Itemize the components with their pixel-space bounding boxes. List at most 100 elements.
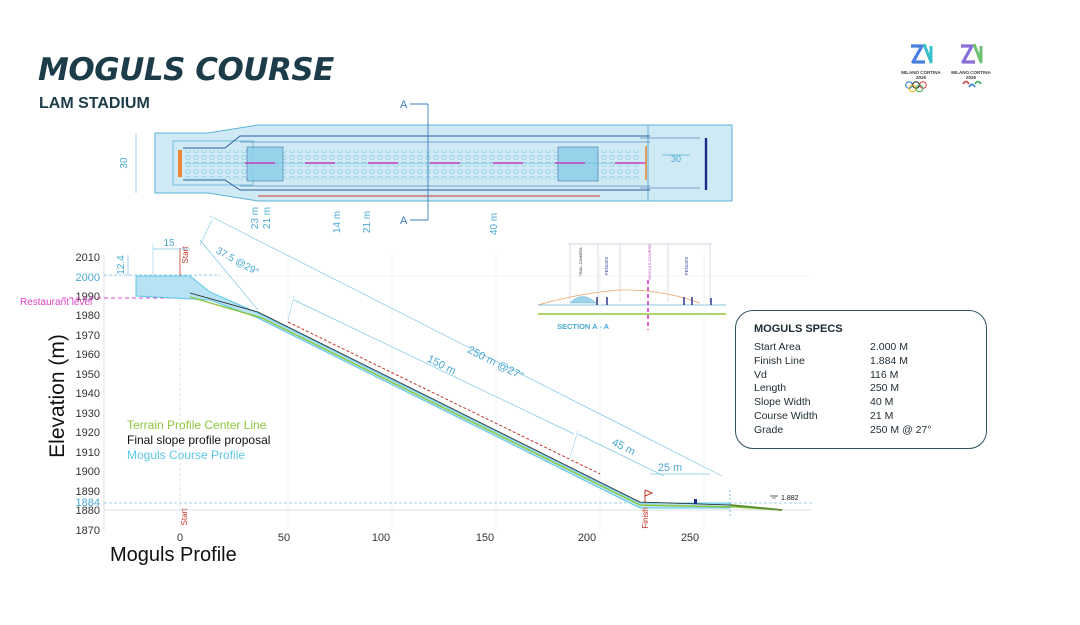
y-tick-1870: 1870 (76, 525, 100, 537)
section-marker-top: A (400, 99, 408, 111)
dim-finish-label: 25 m (658, 462, 682, 474)
elevation-marker: 1.882 (770, 495, 799, 502)
olympic-games-logo: MILANO CORTINA 2026 (898, 40, 944, 96)
dimension-finish: 25 m (650, 462, 710, 475)
lower-air-jump (557, 146, 599, 182)
moguls-course-profile (135, 275, 731, 509)
plan-width-label-21m-lower: 21 m (362, 211, 373, 233)
y-tick-1890: 1890 (76, 486, 100, 498)
spec-value: 2.000 M (870, 341, 908, 353)
y-tick-1940: 1940 (76, 388, 100, 400)
spec-row: Finish Line 1.884 M (754, 355, 970, 369)
start-axis-label: Start (180, 508, 189, 526)
spec-value: 40 M (870, 396, 894, 409)
spec-label: Vd (754, 368, 767, 381)
dim-slope-label: 250 m @27° (465, 344, 525, 383)
restaurant-level-label: Restaurant level (20, 297, 92, 308)
dimension-start-height: 12.4 (116, 255, 129, 276)
section-marker-bottom: A (400, 215, 408, 227)
x-tick-250: 250 (681, 532, 699, 544)
section-aa: TRAIL CAMERA FENCES MOGULS COURSE FENCES… (537, 243, 726, 331)
legend-moguls-course: Moguls Course Profile (127, 448, 245, 462)
finish-area (647, 124, 733, 202)
section-caption: SECTION A - A (557, 322, 610, 331)
y-tick-1930: 1930 (76, 408, 100, 420)
moguls-section-line (287, 321, 601, 475)
spec-value: 21 M (870, 409, 894, 422)
terrain-profile-line (189, 296, 783, 511)
plan-width-label-14m: 14 m (332, 211, 343, 233)
plan-width-start-label: 30 (119, 157, 130, 169)
spec-label: Length (754, 382, 787, 395)
y-tick-1960: 1960 (76, 349, 100, 361)
y-tick-1970: 1970 (76, 330, 100, 342)
dim-lower-label: 45 m (610, 436, 637, 458)
dimension-lower: 45 m (569, 429, 665, 477)
profile-title: Moguls Profile (110, 544, 237, 566)
dim-start-length-label: 15 (163, 238, 175, 249)
spec-row: Length 250 M (754, 382, 970, 396)
y-tick-2010: 2010 (76, 252, 100, 264)
spec-row: Start Area 2.000 M (754, 341, 970, 355)
x-tick-50: 50 (278, 532, 290, 544)
moguls-specs-card: MOGULS SPECS Start Area 2.000 M Finish L… (735, 310, 987, 449)
spec-value: 1.884 M (870, 354, 908, 367)
spec-label: Grade (754, 423, 784, 436)
x-tick-150: 150 (476, 532, 494, 544)
x-tick-0: 0 (177, 532, 183, 544)
spec-value: 116 M (870, 368, 899, 381)
y-tick-1900: 1900 (76, 466, 100, 478)
y-tick-1920: 1920 (76, 427, 100, 439)
x-tick-200: 200 (578, 532, 596, 544)
course-boundary-top (183, 135, 650, 149)
legend-final-slope: Final slope profile proposal (127, 433, 270, 447)
start-flag-label: Start (181, 246, 190, 264)
paralympic-logo-caption: MILANO CORTINA (951, 70, 991, 75)
dimension-slope: 250 m @27° (199, 219, 525, 383)
legend-terrain-profile: Terrain Profile Center Line (127, 418, 267, 432)
plan-width-label-40m: 40 m (489, 213, 500, 235)
y-tick-1990: 1990 (76, 291, 100, 303)
games-logos: MILANO CORTINA 2026 MILANO CORTINA 2026 (898, 40, 998, 96)
plan-width-label-21m-upper: 21 m (262, 207, 273, 229)
finish-flag (644, 489, 654, 502)
y-tick-2000: 2000 (76, 272, 100, 284)
plan-width-finish-label: 30 (671, 154, 681, 164)
dimension-start-length: 15 (152, 238, 190, 276)
spec-label: Start Area (754, 341, 801, 353)
olympic-logo-caption: MILANO CORTINA (901, 70, 941, 75)
spec-label: Finish Line (754, 354, 805, 367)
finish-axis-label: Finish (641, 507, 650, 528)
paralympic-games-logo: MILANO CORTINA 2026 (948, 40, 994, 96)
upper-air-jump (246, 146, 284, 182)
olympic-logo-year: 2026 (915, 75, 926, 80)
y-tick-1910: 1910 (76, 447, 100, 459)
specs-title: MOGULS SPECS (754, 323, 843, 335)
profile-chart: 2010 2000 1990 1980 1970 1960 1950 1940 … (20, 215, 812, 566)
x-tick-100: 100 (372, 532, 390, 544)
y-tick-1950: 1950 (76, 369, 100, 381)
plan-view: 30 30 A A 23 m 21 m 14 m 21 m 40 m (119, 99, 733, 235)
page-title: MOGULS COURSE (38, 52, 334, 88)
page-subtitle: LAM STADIUM (39, 95, 150, 112)
spec-row: Grade 250 M @ 27° (754, 424, 970, 438)
paralympic-logo-year: 2026 (965, 75, 976, 80)
y-tick-1880: 1880 (76, 505, 100, 517)
spec-row: Vd 116 M (754, 369, 970, 383)
spec-label: Course Width (754, 409, 818, 422)
start-gate-marker (178, 150, 182, 177)
section-label-trail-camera: TRAIL CAMERA (578, 247, 583, 277)
spec-row: Course Width 21 M (754, 410, 970, 424)
spec-value: 250 M @ 27° (870, 423, 932, 436)
section-label-fences-right: FENCES (684, 257, 689, 275)
plan-width-label-23m: 23 m (250, 207, 261, 229)
profile-legend: Terrain Profile Center Line Final slope … (127, 418, 270, 462)
dim-transition-label: 37.5 @29° (214, 245, 261, 278)
profile-y-axis-label: Elevation (m) (46, 334, 69, 458)
spec-row: Slope Width 40 M (754, 396, 970, 410)
spec-value: 250 M (870, 382, 900, 395)
elevation-marker-label: 1.882 (781, 495, 799, 502)
dimension-moguls: 150 m (287, 295, 575, 435)
dim-moguls-label: 150 m (425, 353, 458, 378)
